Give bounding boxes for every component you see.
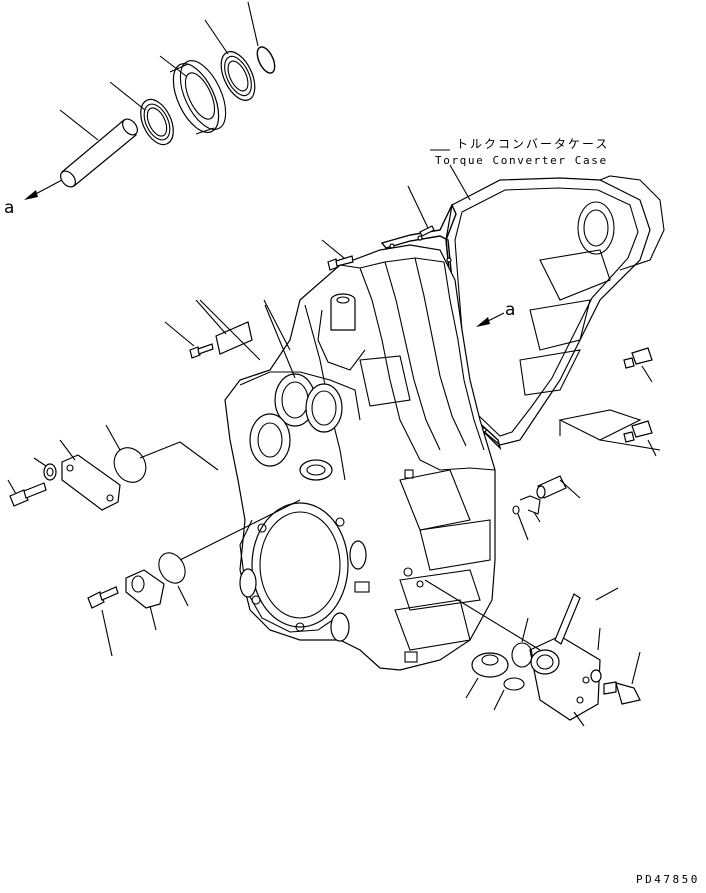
drawing-code: PD47850	[636, 873, 700, 886]
clip-part	[512, 495, 541, 541]
o-ring-lower-left	[158, 499, 301, 607]
leader-case-2	[264, 304, 296, 379]
shaft-part	[60, 118, 138, 188]
bearing-left-part	[140, 98, 174, 146]
o-ring-small-right	[493, 677, 525, 711]
washer-right	[590, 627, 602, 683]
arrow-a-right-label: a	[505, 300, 516, 320]
o-ring-right	[511, 617, 533, 668]
dipstick-part	[554, 587, 619, 645]
breather-part	[536, 475, 581, 499]
torque-converter-case-label-en: Torque Converter Case	[435, 154, 608, 167]
bolt-right-lower	[623, 420, 657, 457]
snap-ring-part	[256, 46, 276, 74]
leader-case-1	[199, 299, 261, 361]
gear-part	[169, 60, 227, 135]
cover-plate-top	[195, 299, 291, 355]
bolt-lower-left	[87, 586, 119, 657]
dowel-pin-part	[407, 185, 435, 237]
cover-left	[59, 439, 121, 511]
o-ring-left	[105, 424, 219, 483]
arrow-a-left-label: a	[4, 198, 15, 218]
leader-torque-case	[449, 164, 471, 201]
bolt-top-center	[321, 239, 354, 271]
bearing-right-part	[220, 51, 256, 101]
bolt-top	[164, 321, 214, 359]
bolt-right-bottom	[603, 651, 641, 705]
leader-lines-top	[59, 1, 259, 141]
arrow-a-left	[24, 179, 63, 200]
plug-part	[465, 652, 509, 699]
washer-left	[33, 457, 57, 481]
case-front-ports	[239, 371, 367, 642]
arrow-a-right	[476, 312, 505, 327]
bolt-right-upper	[623, 347, 653, 383]
torque-converter-case-label-jp: トルクコンバータケース	[456, 137, 610, 151]
bolt-left	[7, 479, 47, 507]
torque-converter-case	[445, 175, 665, 451]
cover-lower-left	[125, 569, 165, 631]
